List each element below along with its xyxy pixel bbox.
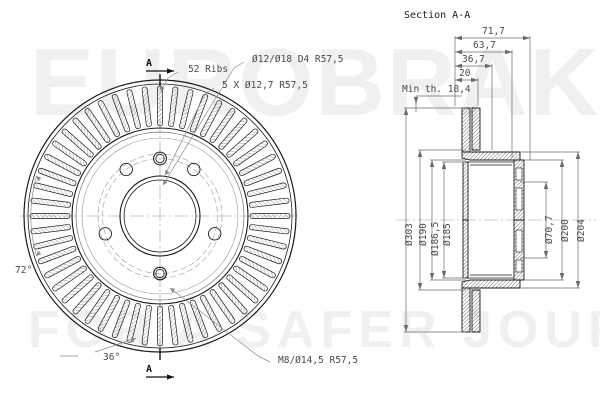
dim-min-thickness: Min th. 18,4 <box>402 84 471 95</box>
threaded-hole-m8 <box>155 268 165 279</box>
cooling-vane <box>178 88 194 130</box>
section-profile-lower <box>461 219 525 333</box>
dim-diameter-200: Ø200 <box>560 219 571 242</box>
cooling-vane <box>141 86 153 128</box>
vent-core-outline <box>468 161 514 279</box>
section-arrow-bottom <box>146 374 174 380</box>
threaded-hole-group <box>153 151 167 281</box>
dim-diameter-190: Ø190 <box>418 223 429 246</box>
wheel-bolt-hole <box>98 227 112 241</box>
angle-72-arc <box>30 175 42 257</box>
label-angle-36: 36° <box>103 352 121 363</box>
dim-diameter-204: Ø204 <box>576 219 587 242</box>
cooling-vane <box>30 223 72 235</box>
section-profile-upper <box>461 107 525 221</box>
dim-20: 20 <box>459 68 471 79</box>
dim-diameter-70-7: Ø70,7 <box>544 215 555 244</box>
cooling-vane <box>141 304 153 346</box>
angle-36-leader <box>60 337 137 357</box>
label-vent-holes: Ø12/Ø18 D4 R57,5 <box>252 54 344 65</box>
cooling-vane <box>32 234 74 250</box>
label-thread-hole: M8/Ø14,5 R57,5 <box>278 355 359 366</box>
hat-outer-circle <box>81 137 239 295</box>
friction-inner-circle <box>75 131 245 301</box>
cooling-vane <box>167 86 179 128</box>
cooling-vane <box>32 182 74 198</box>
top-dimension-ticks <box>455 35 530 83</box>
section-view-geometry <box>396 35 596 333</box>
dim-36-7: 36,7 <box>462 54 485 65</box>
wheel-bolt-hole <box>119 162 133 177</box>
pcd-circle-r575 <box>102 158 218 274</box>
hub-bore-outer <box>119 175 201 257</box>
threaded-hole-m8 <box>153 266 167 281</box>
section-marker-top: A <box>146 58 153 69</box>
label-bolt-holes: 5 X Ø12,7 R57,5 <box>222 80 308 91</box>
hub-bore-inner <box>123 179 197 253</box>
cooling-vane <box>248 197 290 209</box>
dim-diameter-186-5: Ø186,5 <box>430 221 441 256</box>
cooling-vane <box>246 182 288 198</box>
dim-diameter-303: Ø303 <box>404 223 415 246</box>
leader-arrowheads <box>160 86 175 293</box>
vane-inner-circle <box>71 127 249 305</box>
label-angle-72: 72° <box>15 265 33 276</box>
section-title: Section A-A <box>404 10 471 21</box>
cooling-vane <box>178 302 194 344</box>
cooling-vane <box>248 223 290 235</box>
dim-63-7: 63,7 <box>473 40 496 51</box>
cooling-vane <box>246 234 288 250</box>
left-diameter-ticks <box>403 108 447 332</box>
left-diameter-dims <box>404 107 466 333</box>
cooling-vane <box>29 213 71 219</box>
cooling-vane <box>249 213 291 219</box>
section-marker-bottom: A <box>146 364 153 375</box>
dim-71-7: 71,7 <box>482 26 505 37</box>
threaded-hole-m8 <box>153 151 167 166</box>
wheel-bolt-hole <box>208 227 222 241</box>
right-diameter-dims <box>520 151 580 289</box>
right-diameter-ticks <box>543 152 581 288</box>
wheel-bolt-hole <box>187 162 201 177</box>
cooling-vane <box>167 304 179 346</box>
cooling-vane <box>157 85 163 127</box>
cooling-vane <box>126 302 142 344</box>
leader-lines <box>160 61 271 363</box>
cooling-vane <box>126 88 142 130</box>
dim-diameter-185: Ø185 <box>442 223 453 246</box>
section-arrow-top <box>146 68 174 74</box>
label-52-ribs: 52 Ribs <box>188 64 229 75</box>
threaded-hole-m8 <box>155 153 165 164</box>
cooling-vane <box>157 305 163 347</box>
cooling-vane <box>30 197 72 209</box>
disc-front-view <box>20 61 300 380</box>
